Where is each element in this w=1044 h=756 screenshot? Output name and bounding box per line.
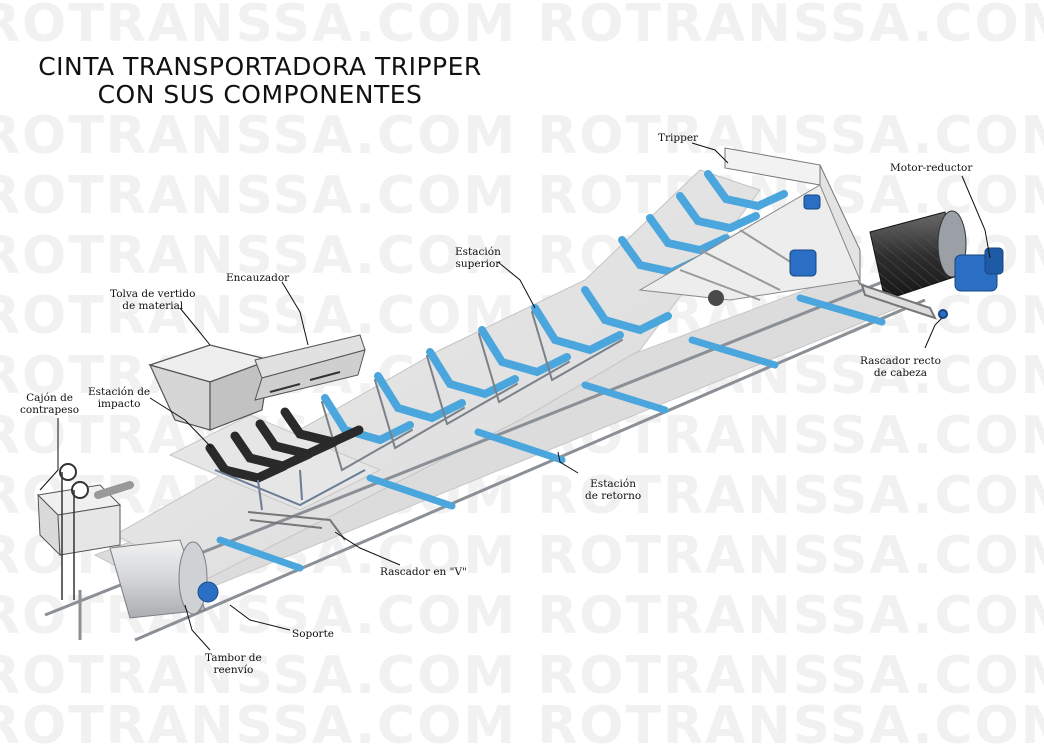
label-tripper: Tripper xyxy=(658,132,699,144)
label-tambor-line2: reenvío xyxy=(213,664,254,676)
label-estacion-retorno-line1: Estación xyxy=(590,478,636,490)
label-tolva-line2: de material xyxy=(122,300,184,312)
label-cajon-line2: contrapeso xyxy=(20,404,80,416)
leader-lines xyxy=(39,142,991,651)
label-rascador-recto-line2: de cabeza xyxy=(873,367,928,379)
label-estacion-impacto: Estación de impacto xyxy=(88,386,150,410)
impact-frame xyxy=(214,469,366,511)
v-scraper xyxy=(247,511,346,541)
tail-drum xyxy=(109,539,219,619)
label-tolva: Tolva de vertido de material xyxy=(110,288,195,312)
label-estacion-superior-line2: superior xyxy=(455,258,501,270)
label-estacion-superior: Estación superior xyxy=(455,246,501,270)
label-estacion-superior-line1: Estación xyxy=(455,246,501,258)
label-tambor-reenvio: Tambor de reenvío xyxy=(205,652,262,676)
label-rascador-recto-line1: Rascador recto xyxy=(860,355,941,367)
idler-stations xyxy=(321,170,788,472)
counterweight-box xyxy=(36,463,134,600)
skirt-board xyxy=(254,334,366,401)
watermark-row: ROTRANSSA.COM ROTRANSSA.COM ROTRANSSA.CO… xyxy=(0,106,1044,166)
label-estacion-retorno-line2: de retorno xyxy=(585,490,642,502)
label-motor-reductor: Motor-reductor xyxy=(890,162,973,174)
label-cajon-line1: Cajón de xyxy=(26,392,74,404)
impact-station xyxy=(205,407,364,483)
label-estacion-retorno: Estación de retorno xyxy=(585,478,641,502)
label-encauzador: Encauzador xyxy=(226,272,290,284)
label-tolva-line1: Tolva de vertido xyxy=(110,288,196,300)
watermark-row: ROTRANSSA.COM ROTRANSSA.COM ROTRANSSA.CO… xyxy=(0,0,1044,54)
label-rascador-v: Rascador en "V" xyxy=(380,566,467,578)
conveyor-illustration xyxy=(36,142,1004,651)
watermark-row: ROTRANSSA.COM ROTRANSSA.COM ROTRANSSA.CO… xyxy=(0,166,1044,226)
return-rollers xyxy=(216,294,886,572)
label-tambor-line1: Tambor de xyxy=(205,652,262,664)
head-scraper xyxy=(860,283,948,320)
diagram-title-line1: CINTA TRANSPORTADORA TRIPPER xyxy=(38,52,482,81)
label-estacion-impacto-line2: impacto xyxy=(97,398,141,410)
label-soporte: Soporte xyxy=(292,628,335,640)
tripper-structure xyxy=(638,147,861,306)
label-cajon-contrapeso: Cajón de contrapeso xyxy=(20,392,79,416)
watermark-row: ROTRANSSA.COM ROTRANSSA.COM ROTRANSSA.CO… xyxy=(0,646,1044,706)
watermark-row: ROTRANSSA.COM ROTRANSSA.COM ROTRANSSA.CO… xyxy=(0,226,1044,286)
diagram-title-line2: CON SUS COMPONENTES xyxy=(97,80,423,109)
label-rascador-recto: Rascador recto de cabeza xyxy=(860,355,941,379)
label-estacion-impacto-line1: Estación de xyxy=(88,386,151,398)
